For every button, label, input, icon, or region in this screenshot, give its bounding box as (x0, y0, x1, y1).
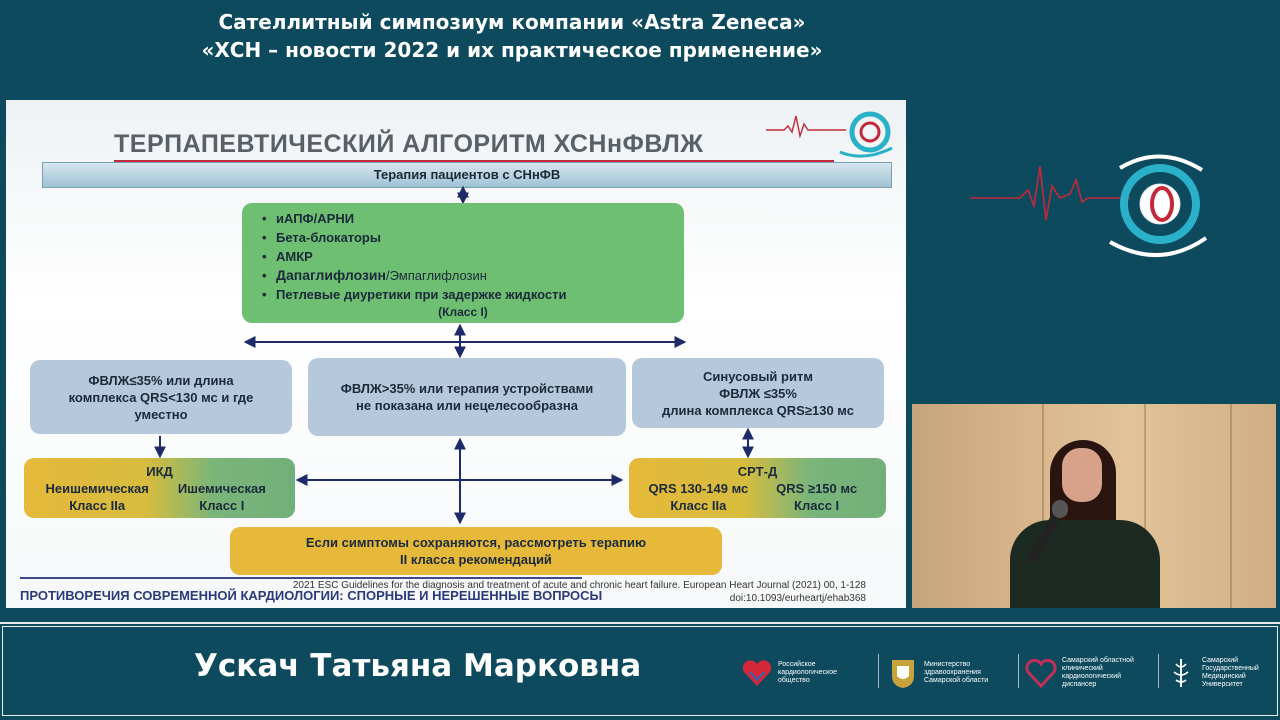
criteria-center-line1: ФВЛЖ>35% или терапия устройствами (341, 380, 594, 397)
rko-heart-icon (740, 656, 774, 690)
icd-title: ИКД (146, 463, 173, 480)
org-separator (878, 654, 879, 688)
criteria-right-line3: длина комплекса QRS≥130 мс (662, 402, 854, 419)
crt-qrs-130-label: QRS 130-149 мс (639, 480, 757, 497)
criteria-left-line2: комплекса QRS<130 мс и где (69, 389, 254, 406)
symposium-title-line2: «ХСН – новости 2022 и их практическое пр… (0, 36, 1024, 64)
org-university: Самарский Государственный Медицинский Ун… (1164, 654, 1276, 692)
therapy-item-acei: иАПФ/АРНИ (276, 209, 684, 228)
speaker-name: Ускач Татьяна Марковна (194, 648, 641, 684)
org-ministry: Министерство здравоохранения Самарской о… (886, 654, 998, 692)
criteria-left-line1: ФВЛЖ≤35% или длина (88, 372, 233, 389)
microphone-head (1052, 500, 1068, 518)
therapy-item-mra: АМКР (276, 247, 684, 266)
org-separator (1158, 654, 1159, 688)
org-university-name: Самарский Государственный Медицинский Ун… (1202, 657, 1276, 689)
heart-hands-logo-large-icon (970, 150, 1210, 260)
org-rko-name: Российское кардиологическое общество (778, 661, 852, 685)
icd-ischemic-label: Ишемическая (160, 480, 285, 497)
icd-nonischemic-class: Класс IIa (35, 497, 160, 514)
dapagliflozin-label: Дапаглифлозин (276, 267, 386, 283)
first-line-therapy-box: иАПФ/АРНИ Бета-блокаторы АМКР Дапаглифло… (242, 203, 684, 323)
criteria-right-line2: ФВЛЖ ≤35% (719, 385, 797, 402)
crt-qrs-130-class: Класс IIa (639, 497, 757, 514)
crt-box: СРТ-Д QRS 130-149 мс QRS ≥150 мс Класс I… (629, 458, 886, 518)
speaker-body (1010, 520, 1160, 608)
persistent-symptoms-box: Если симптомы сохраняются, рассмотреть т… (230, 527, 722, 575)
criteria-left-line3: уместно (134, 406, 187, 423)
therapy-item-loop-diuretics: Петлевые диуретики при задержке жидкости (276, 285, 684, 304)
presentation-slide: ТЕРПАПЕВТИЧЕСКИЙ АЛГОРИТМ ХСНнФВЛЖ Терап… (6, 100, 906, 608)
icd-box: ИКД Неишемическая Ишемическая Класс IIa … (24, 458, 295, 518)
wall-panel-seam (1230, 404, 1232, 608)
crt-qrs-150-class: Класс I (758, 497, 876, 514)
university-emblem-icon (1164, 656, 1198, 690)
speaker-face (1062, 448, 1102, 502)
persistent-symptoms-line1: Если симптомы сохраняются, рассмотреть т… (306, 534, 646, 551)
therapy-class-label: (Класс I) (242, 304, 684, 320)
org-rko: Российское кардиологическое общество (740, 654, 852, 692)
speaker-lower-third: Ускач Татьяна Марковна Российское кардио… (0, 622, 1280, 720)
org-ministry-name: Министерство здравоохранения Самарской о… (924, 661, 998, 685)
icd-nonischemic-label: Неишемическая (35, 480, 160, 497)
samara-coat-of-arms-icon (886, 656, 920, 690)
symposium-header: Сателлитный симпозиум компании «Astra Ze… (0, 8, 1024, 64)
criteria-box-left: ФВЛЖ≤35% или длина комплекса QRS<130 мс … (30, 360, 292, 434)
slide-footer-title: ПРОТИВОРЕЧИЯ СОВРЕМЕННОЙ КАРДИОЛОГИИ: СП… (20, 588, 602, 603)
therapy-item-beta-blockers: Бета-блокаторы (276, 228, 684, 247)
org-dispensary-name: Самарский областной клинический кардиоло… (1062, 657, 1136, 689)
speaker-video-feed (912, 404, 1276, 608)
crt-title: СРТ-Д (738, 463, 777, 480)
criteria-box-right: Синусовый ритм ФВЛЖ ≤35% длина комплекса… (632, 358, 884, 428)
empagliflozin-label: /Эмпаглифлозин (386, 268, 487, 283)
org-cardio-dispensary: Самарский областной клинический кардиоло… (1024, 654, 1136, 692)
heart-outline-icon (1024, 656, 1058, 690)
org-separator (1018, 654, 1019, 688)
criteria-right-line1: Синусовый ритм (703, 368, 813, 385)
criteria-center-line2: не показана или нецелесообразна (356, 397, 578, 414)
criteria-box-center: ФВЛЖ>35% или терапия устройствами не пок… (308, 358, 626, 436)
crt-qrs-150-label: QRS ≥150 мс (758, 480, 876, 497)
icd-ischemic-class: Класс I (160, 497, 285, 514)
persistent-symptoms-line2: II класса рекомендаций (400, 551, 552, 568)
therapy-item-sglt2: Дапаглифлозин/Эмпаглифлозин (276, 266, 684, 285)
symposium-title-line1: Сателлитный симпозиум компании «Astra Ze… (0, 8, 1024, 36)
